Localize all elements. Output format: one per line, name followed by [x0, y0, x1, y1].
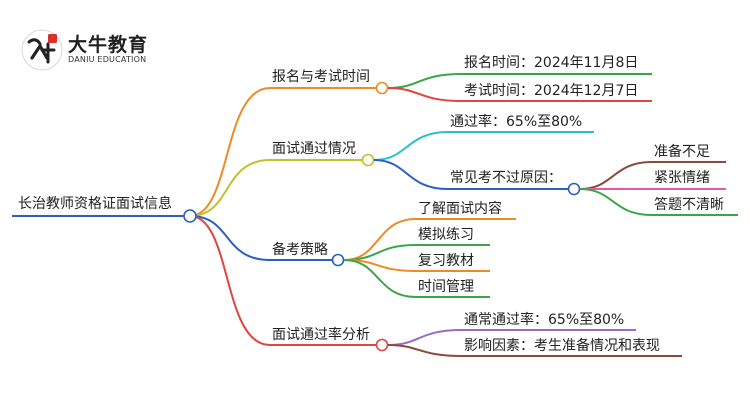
leaf-3-3-label: 复习教材 [418, 252, 474, 269]
leaf-2-2-1-label: 准备不足 [654, 143, 710, 160]
branch-pass-rate-analysis[interactable]: 面试通过率分析 [270, 326, 389, 352]
branch-4-collapse-toggle[interactable] [375, 338, 389, 352]
branch-1-label: 报名与考试时间 [272, 69, 370, 85]
connector-branch-3 [189, 215, 271, 261]
leaf-influencing-factors[interactable]: 影响因素：考生准备情况和表现 [462, 337, 682, 357]
leaf-2-1-label: 通过率：65%至80% [450, 113, 582, 130]
brand-logo: 大牛教育 DANIU EDUCATION [20, 28, 160, 72]
node-common-fail-reasons[interactable]: 常见考不过原因： [448, 170, 581, 196]
branch-4-label: 面试通过率分析 [272, 326, 370, 343]
leaf-understand-interview[interactable]: 了解面试内容 [416, 200, 516, 220]
leaf-exam-date[interactable]: 考试时间：2024年12月7日 [462, 83, 652, 102]
connector-1-2 [387, 87, 463, 102]
leaf-2-2-2-label: 紧张情绪 [654, 170, 710, 186]
connector-branch-2 [189, 159, 271, 217]
leaf-1-1-label: 报名时间：2024年11月8日 [464, 55, 638, 71]
leaf-2-2-3-label: 答题不清晰 [654, 196, 724, 213]
branch-3-collapse-toggle[interactable] [331, 253, 345, 267]
root-collapse-toggle[interactable] [183, 209, 197, 223]
leaf-3-1-label: 了解面试内容 [418, 200, 502, 217]
brand-name-cn: 大牛教育 [68, 34, 149, 56]
branch-prep-strategy[interactable]: 备考策略 [270, 241, 345, 267]
leaf-3-4-label: 时间管理 [418, 279, 474, 295]
connector-branch-4 [189, 215, 271, 346]
leaf-1-2-label: 考试时间：2024年12月7日 [464, 83, 638, 99]
branch-2-collapse-toggle[interactable] [361, 153, 375, 167]
connector-2-1 [373, 131, 449, 161]
leaf-4-2-label: 影响因素：考生准备情况和表现 [464, 337, 660, 354]
leaf-time-management[interactable]: 时间管理 [416, 279, 490, 298]
connector-2-2-1 [579, 161, 653, 190]
connector-3-4 [343, 259, 417, 298]
leaf-nervousness[interactable]: 紧张情绪 [652, 170, 726, 190]
connector-3-1 [343, 218, 417, 261]
leaf-insufficient-preparation[interactable]: 准备不足 [652, 143, 726, 163]
connector-2-2 [373, 159, 449, 190]
branch-interview-pass-status[interactable]: 面试通过情况 [270, 141, 375, 167]
branch-1-collapse-toggle[interactable] [375, 81, 389, 95]
leaf-3-2-label: 模拟练习 [418, 227, 474, 243]
connector-4-1 [387, 329, 463, 346]
root-label: 长治教师资格证面试信息 [18, 195, 172, 212]
connector-2-2-3 [579, 188, 653, 216]
node-2-2-collapse-toggle[interactable] [567, 182, 581, 196]
connector-branch-1 [189, 87, 271, 217]
bull-logo-icon [21, 29, 63, 71]
root-node[interactable]: 长治教师资格证面试信息 [12, 195, 190, 217]
leaf-pass-rate[interactable]: 通过率：65%至80% [448, 113, 594, 133]
leaf-review-textbooks[interactable]: 复习教材 [416, 252, 490, 272]
branch-registration-exam-time[interactable]: 报名与考试时间 [270, 69, 389, 95]
connector-4-2 [387, 344, 463, 357]
node-2-2-label: 常见考不过原因： [450, 170, 562, 186]
brand-name-en: DANIU EDUCATION [68, 55, 147, 64]
connector-1-1 [387, 73, 463, 89]
leaf-typical-pass-rate[interactable]: 通常通过率：65%至80% [462, 311, 636, 331]
branch-2-label: 面试通过情况 [272, 141, 356, 157]
leaf-mock-practice[interactable]: 模拟练习 [416, 227, 490, 246]
branch-3-label: 备考策略 [272, 241, 328, 258]
leaf-registration-date[interactable]: 报名时间：2024年11月8日 [462, 55, 652, 75]
leaf-4-1-label: 通常通过率：65%至80% [464, 311, 624, 328]
leaf-unclear-answers[interactable]: 答题不清晰 [652, 196, 738, 216]
